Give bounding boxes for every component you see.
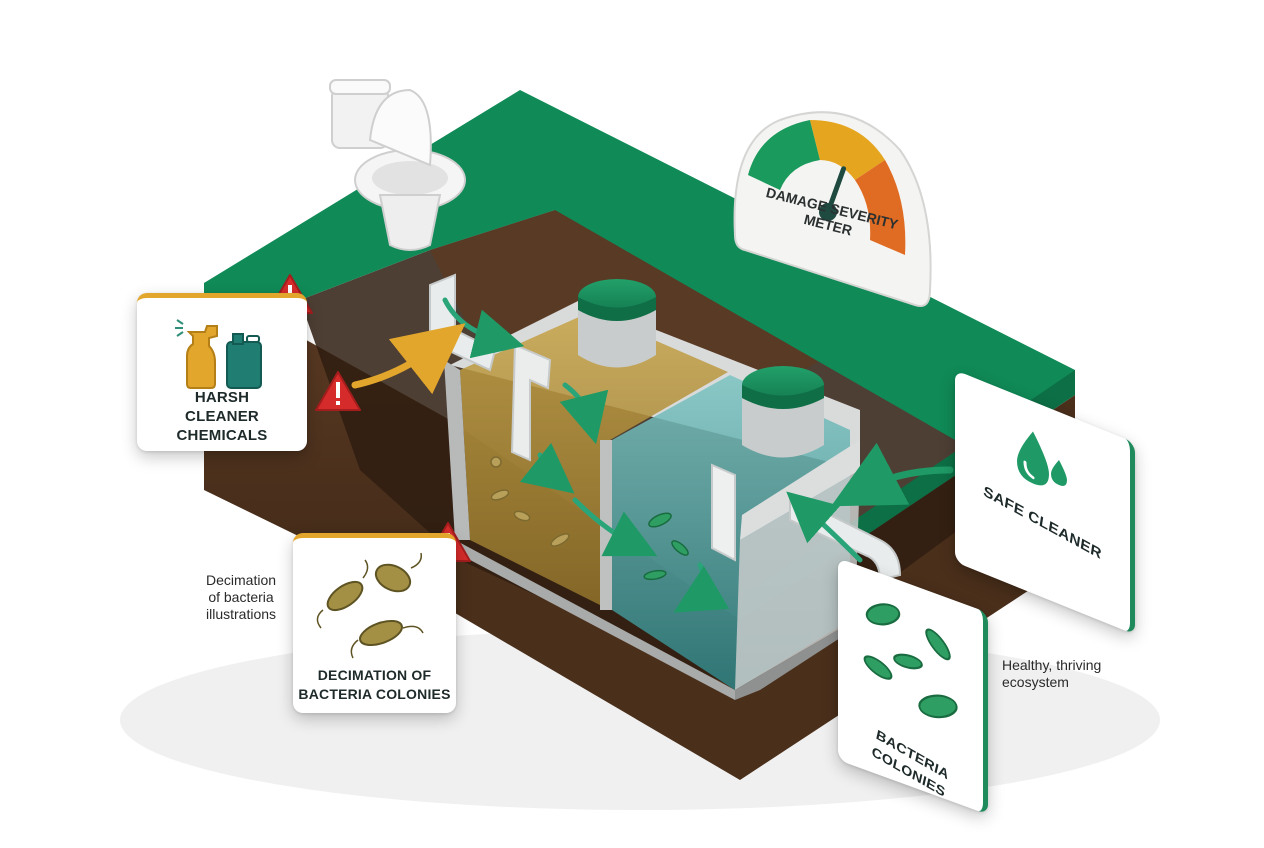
bacteria-icon [513,510,531,522]
decimation-note: Decimation of bacteria illustrations [205,572,277,622]
bacteria-icon [374,563,412,593]
jerrycan-icon [226,333,262,389]
access-riser-2 [742,366,824,458]
bacteria-icon [359,619,403,647]
damage-severity-gauge [733,111,932,307]
dying-bacteria-group [490,456,570,547]
flow-arrows [442,297,863,613]
healthy-bacteria-illustration [863,603,958,719]
bacteria-icon [863,655,893,680]
bacteria-icon [918,694,958,719]
toilet-icon [329,79,466,251]
safe-flow-arrow [831,442,954,507]
spray-bottle-icon [175,319,218,389]
bacteria-icon [671,540,689,556]
bacteria-icon [865,603,901,626]
decimation-card: DECIMATION OF BACTERIA COLONIES [293,533,456,713]
water-drop-icon [1017,431,1067,486]
warning-icon [315,371,361,411]
bacteria-icon [925,628,951,661]
harsh-cleaner-title: HARSH CLEANER CHEMICALS [176,389,268,444]
bacteria-icon [550,533,570,547]
decimation-title: DECIMATION OF BACTERIA COLONIES [298,667,451,702]
bacteria-colonies-card: BACTERIA COLONIES [838,558,988,815]
healthy-ecosystem-note: Healthy, thriving ecosystem [1002,657,1102,690]
bacteria-icon [643,569,667,581]
bacteria-icon [893,653,923,670]
harsh-cleaner-icons [175,319,262,389]
dying-bacteria-illustration [316,552,424,659]
harsh-cleaner-card: HARSH CLEANER CHEMICALS [137,293,307,451]
bacteria-icon [326,580,364,612]
bacteria-icon [490,489,510,501]
access-riser-1 [578,279,656,368]
harsh-flow-arrow [351,323,466,395]
bacteria-icon [490,456,502,468]
safe-cleaner-card: SAFE CLEANER [955,370,1135,635]
